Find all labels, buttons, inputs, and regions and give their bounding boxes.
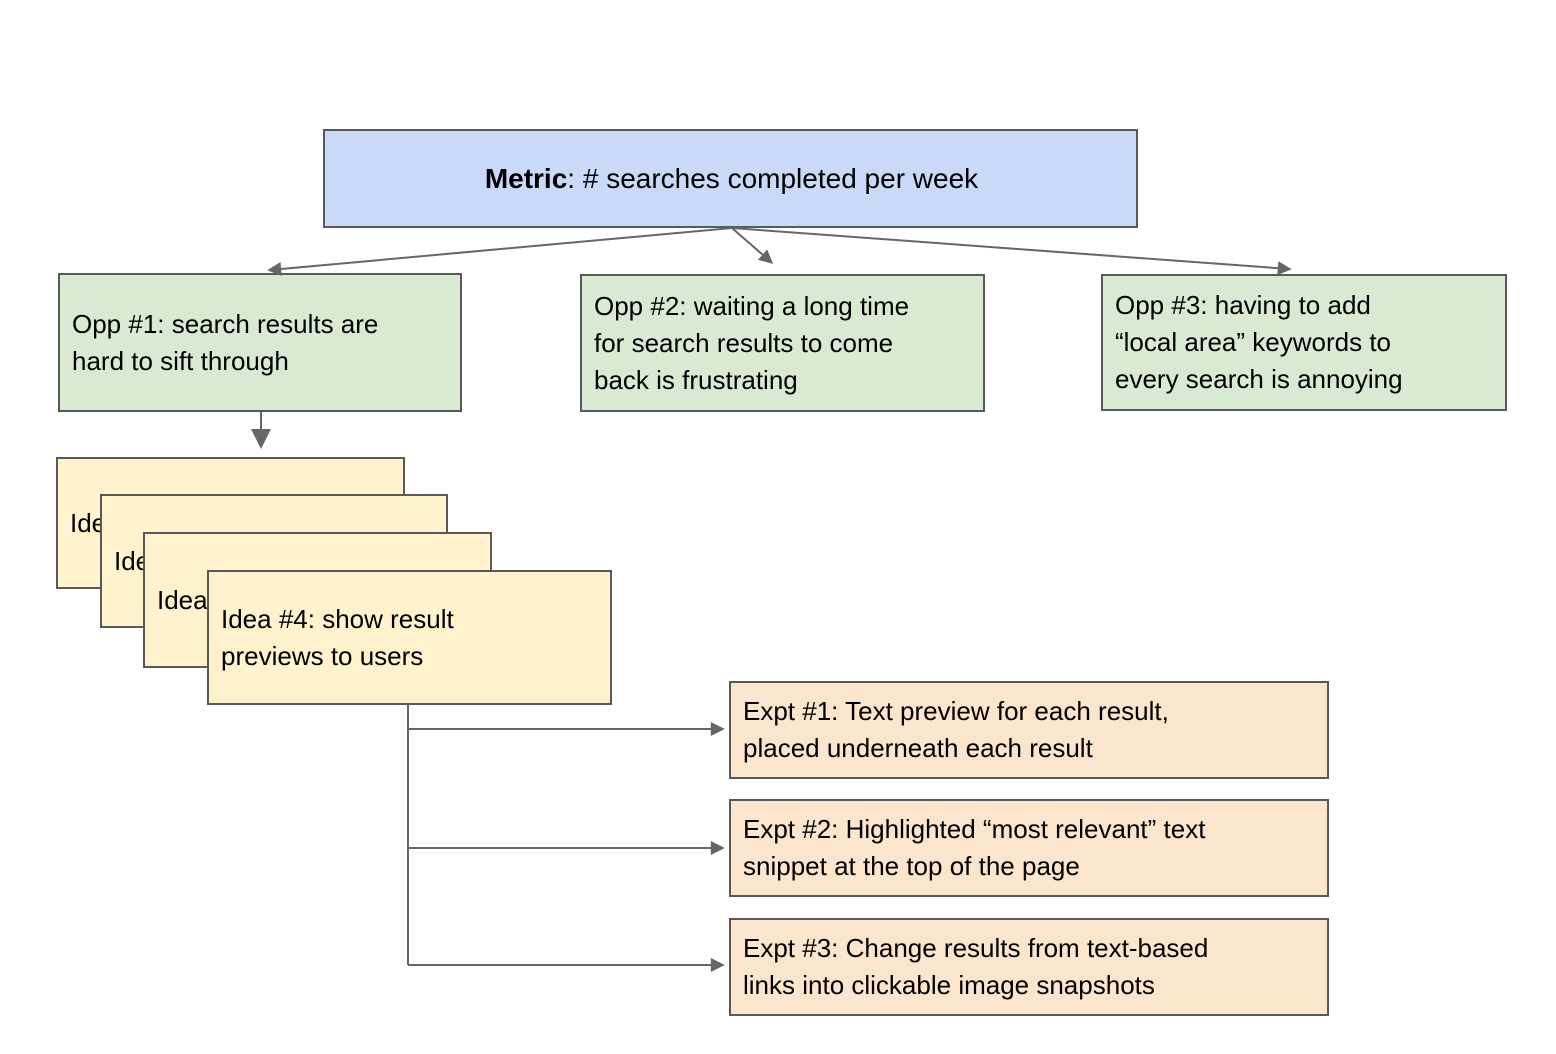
experiment-1-line: placed underneath each result [743,733,1093,763]
opportunity-1-node: Opp #1: search results are hard to sift … [58,273,462,412]
experiment-2-line: snippet at the top of the page [743,851,1080,881]
opportunity-2-node: Opp #2: waiting a long time for search r… [580,274,985,412]
arrow-metric-to-opp1 [267,227,733,276]
opportunity-2-line: back is frustrating [594,364,798,395]
opportunity-1-line: Opp #1: search results are [72,308,379,339]
opportunity-3-line: Opp #3: having to add [1115,290,1371,320]
experiment-3-line: Expt #3: Change results from text-based [743,933,1209,963]
experiment-1-node: Expt #1: Text preview for each result, p… [729,681,1329,779]
metric-label-bold: Metric [484,163,568,194]
experiment-3-line: links into clickable image snapshots [743,970,1155,1000]
opportunity-3-node: Opp #3: having to add “local area” keywo… [1101,274,1507,411]
experiment-1-line: Expt #1: Text preview for each result, [743,696,1169,726]
arrow-metric-to-opp3 [731,227,1292,276]
opportunity-3-line: “local area” keywords to [1115,327,1391,357]
experiment-3-node: Expt #3: Change results from text-based … [729,918,1329,1016]
experiment-2-node: Expt #2: Highlighted “most relevant” tex… [729,799,1329,897]
opportunity-3-line: every search is annoying [1115,364,1403,394]
metric-label-rest: : # searches completed per week [567,163,979,194]
arrow-metric-to-opp2 [731,227,774,264]
opportunity-1-line: hard to sift through [72,345,289,376]
idea-card-4-line: Idea #4: show result [221,603,454,634]
opportunity-2-line: Opp #2: waiting a long time [594,290,910,321]
experiment-2-line: Expt #2: Highlighted “most relevant” tex… [743,814,1206,844]
metric-node: Metric: # searches completed per week [323,129,1138,228]
idea-card-4-line: previews to users [221,640,424,671]
opportunity-2-line: for search results to come [594,327,894,358]
idea-card-4: Idea #4: show result previews to users [207,570,612,705]
